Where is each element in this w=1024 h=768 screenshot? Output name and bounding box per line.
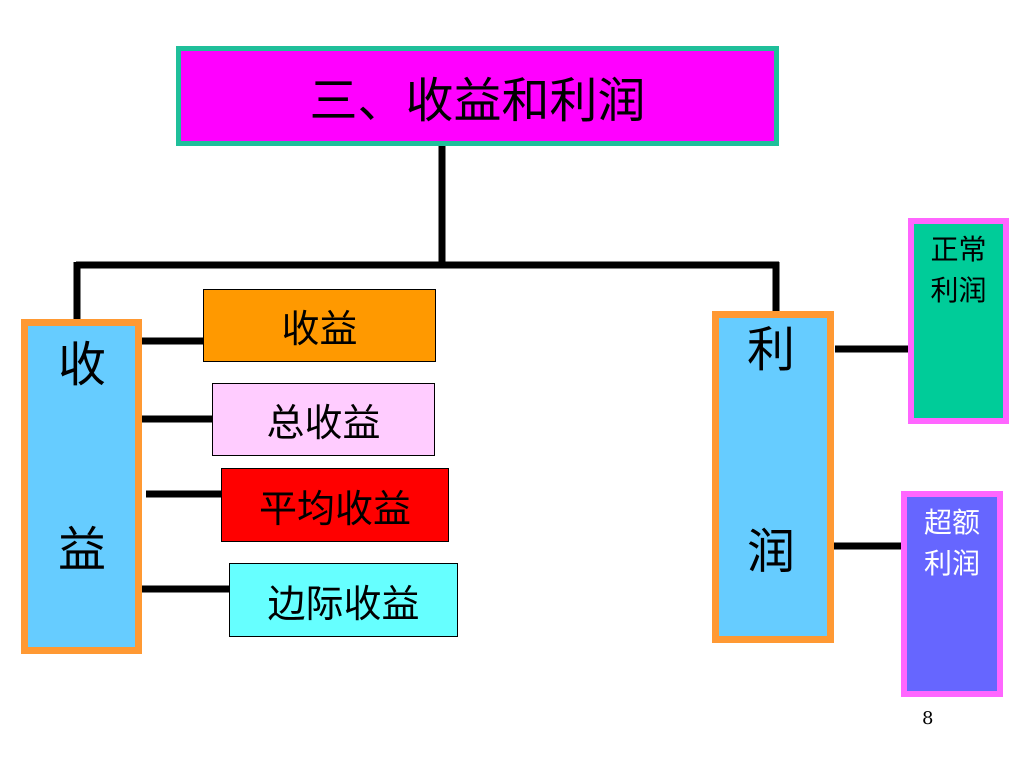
normal-profit-line-2: 利润: [930, 273, 987, 307]
revenue-column-char-1: 收: [58, 337, 107, 393]
normal-profit-line-1: 正常: [930, 233, 987, 266]
profit-column-char-1: 利: [747, 322, 796, 378]
item-marginal-revenue-label: 边际收益: [267, 581, 420, 626]
title-text: 三、收益和利润: [309, 73, 646, 129]
item-revenue: 收益: [203, 289, 436, 362]
item-total-revenue-label: 总收益: [266, 401, 381, 445]
item-marginal-revenue: 边际收益: [229, 563, 458, 637]
normal-profit-box: 正常 利润: [908, 218, 1009, 424]
revenue-column-char-2: 益: [58, 522, 107, 578]
profit-column-box: 利 润: [712, 311, 834, 643]
item-average-revenue: 平均收益: [221, 468, 449, 542]
item-average-revenue-label: 平均收益: [258, 486, 411, 531]
item-total-revenue: 总收益: [212, 383, 435, 456]
title-box: 三、收益和利润: [176, 46, 779, 146]
excess-profit-line-1: 超额: [923, 506, 980, 539]
excess-profit-box: 超额 利润: [901, 491, 1003, 697]
profit-column-char-2: 润: [747, 524, 796, 580]
excess-profit-line-2: 利润: [923, 546, 980, 580]
item-revenue-label: 收益: [281, 307, 358, 351]
revenue-column-box: 收 益: [21, 319, 142, 654]
page-number: 8: [922, 708, 934, 729]
